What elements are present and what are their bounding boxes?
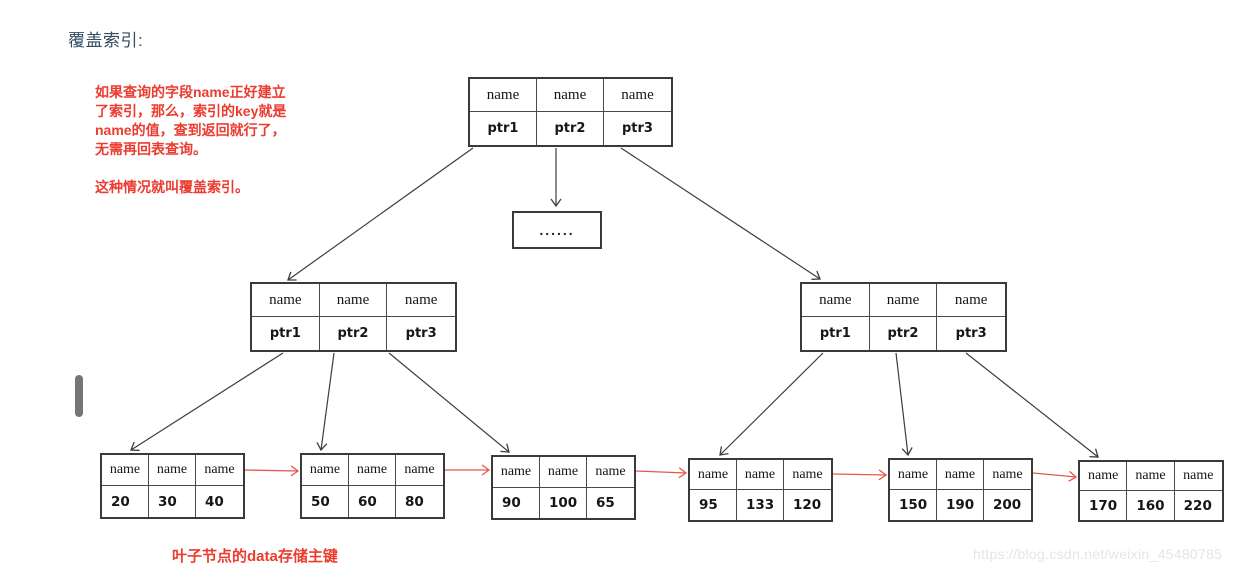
leaf-link-3-to-4 [635,467,688,479]
key-cell: name [493,457,540,488]
btree-leaf-node-2: name name name 50 60 80 [300,453,445,519]
key-cell: name [1080,462,1128,491]
key-cell: name [537,79,604,112]
btree-leaf-node-6: name name name 170 160 220 [1078,460,1224,522]
btree-leaf-node-3: name name name 90 100 65 [491,455,636,520]
pointer-cell: ptr1 [802,317,870,350]
key-cell: name [302,455,349,486]
value-cell: 190 [937,490,984,520]
annotation-line: 如果查询的字段name正好建立 [95,84,286,100]
value-cell: 80 [405,493,424,510]
value-cell: 60 [349,486,396,517]
key-cell: name [196,455,243,486]
edge-left-internal-to-leaf1 [130,352,284,452]
edge-right-internal-to-leaf5 [895,352,913,457]
key-cell: name [802,284,870,317]
pointer-cell: ptr2 [870,317,938,350]
btree-leaf-node-1: name name name 20 30 40 [100,453,245,519]
pointer-cell: ptr3 [622,121,653,136]
pointer-cell: ptr3 [405,326,437,341]
footer-note: 叶子节点的data存储主键 [172,548,338,565]
key-cell: name [784,460,831,490]
key-cell: name [604,79,671,112]
value-cell: 160 [1127,491,1175,520]
value-cell: 150 [890,490,937,520]
edge-right-internal-to-leaf4 [719,352,824,456]
value-cell: 30 [149,486,196,517]
pointer-cell: ptr2 [320,317,388,350]
leaf-link-1-to-2 [244,465,300,477]
value-cell: 50 [302,486,349,517]
key-cell: name [587,457,634,488]
watermark: https://blog.csdn.net/weixin_45480785 [973,546,1223,562]
annotation-line: 无需再回表查询。 [95,141,207,157]
annotation-closing: 这种情况就叫覆盖索引。 [95,179,249,195]
btree-internal-right-node: name name name ptr1 ptr2 ptr3 [800,282,1007,352]
pointer-cell: ptr1 [252,317,320,350]
leaf-link-5-to-6 [1032,470,1078,482]
value-cell: 170 [1080,491,1128,520]
pointer-cell: ptr2 [537,112,604,145]
leaf-link-4-to-5 [832,469,888,481]
annotation-text: 如果查询的字段name正好建立 了索引，那么，索引的key就是 name的值，查… [95,83,286,197]
value-cell: 200 [993,497,1022,513]
scrollbar-thumb[interactable] [75,375,83,417]
edge-root-to-right-internal [620,147,821,280]
key-cell: name [690,460,737,490]
edge-root-to-left-internal [287,147,474,281]
key-cell: name [937,460,984,490]
value-cell: 133 [737,490,784,520]
value-cell: 40 [205,493,224,510]
value-cell: 220 [1183,497,1212,514]
btree-leaf-node-5: name name name 150 190 200 [888,458,1033,522]
key-cell: name [252,284,320,317]
edge-left-internal-to-leaf3 [388,352,510,453]
key-cell: name [890,460,937,490]
key-cell: name [737,460,784,490]
edge-left-internal-to-leaf2 [316,352,335,452]
value-cell: 95 [690,490,737,520]
btree-internal-left-node: name name name ptr1 ptr2 ptr3 [250,282,457,352]
key-cell: name [396,455,443,486]
value-cell: 20 [102,486,149,517]
ellipsis-node: ...... [512,211,602,249]
value-cell: 100 [540,487,587,518]
annotation-line: 了索引，那么，索引的key就是 [95,103,287,119]
btree-root-node: name name name ptr1 ptr2 ptr3 [468,77,673,147]
key-cell: name [319,284,388,317]
value-cell: 65 [596,494,615,511]
value-cell: 90 [493,487,540,518]
key-cell: name [470,79,537,112]
pointer-cell: ptr3 [955,326,987,341]
edge-right-internal-to-leaf6 [965,352,1099,458]
page-title: 覆盖索引: [68,31,144,50]
key-cell: name [387,284,455,317]
key-cell: name [1127,462,1175,491]
key-cell: name [869,284,938,317]
key-cell: name [349,455,396,486]
key-cell: name [102,455,149,486]
annotation-line: name的值，查到返回就行了， [95,122,286,138]
pointer-cell: ptr1 [470,112,537,145]
key-cell: name [540,457,587,488]
key-cell: name [984,460,1031,490]
btree-leaf-node-4: name name name 95 133 120 [688,458,833,522]
value-cell: 120 [793,497,822,513]
key-cell: name [149,455,196,486]
key-cell: name [1174,462,1222,491]
key-cell: name [937,284,1005,317]
